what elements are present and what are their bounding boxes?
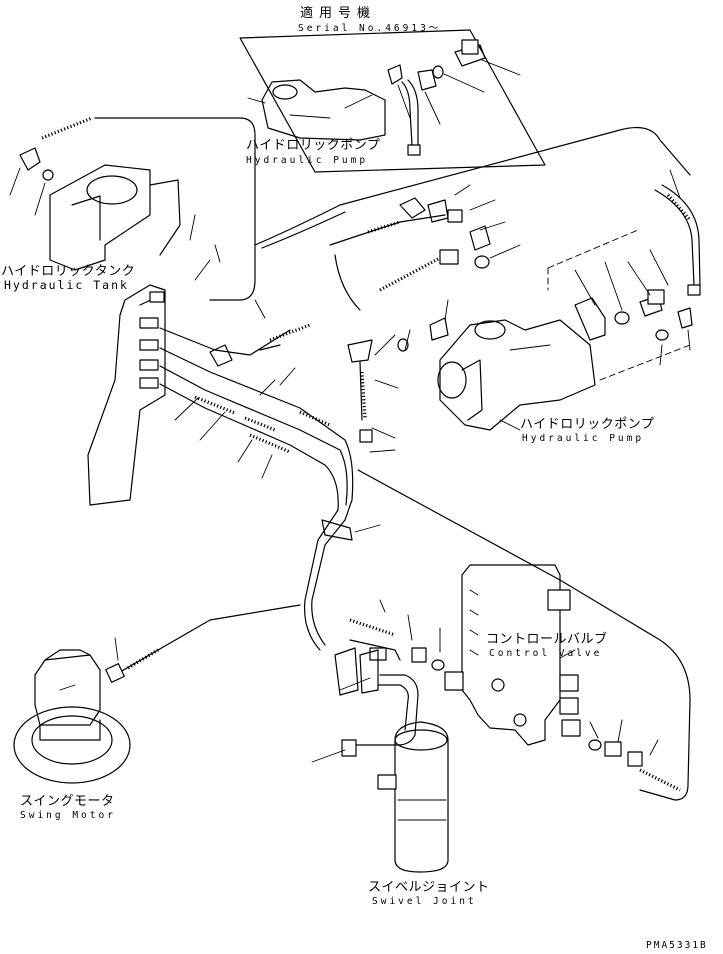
pump-bracket-detail xyxy=(547,229,693,381)
swing-motor xyxy=(13,649,131,784)
swivel-joint-label-en: Swivel Joint xyxy=(372,896,477,907)
hydraulic-tank xyxy=(9,116,181,271)
swing-motor-label-en: Swing Motor xyxy=(20,810,116,821)
drawing-code: PMA5331B xyxy=(646,940,708,951)
hose-routes xyxy=(94,117,701,801)
hydraulic-pump xyxy=(437,319,596,431)
mounting-bracket xyxy=(87,284,166,506)
hydraulic-pump-inset-label-en: Hydraulic Pump xyxy=(246,155,369,166)
hydraulic-tank-label-en: Hydraulic Tank xyxy=(4,278,129,292)
serial-number-label: Serial No.46913～ xyxy=(298,23,442,34)
serial-inset-box xyxy=(239,29,546,173)
hydraulic-pump-label-en: Hydraulic Pump xyxy=(522,433,645,444)
control-valve xyxy=(411,564,643,767)
control-valve-label-jp: コントロールバルブ xyxy=(486,632,608,647)
swing-motor-label-jp: スイングモータ xyxy=(20,794,115,809)
hydraulic-pump-label-jp: ハイドロリックポンプ xyxy=(520,417,655,432)
hydraulic-tank-label-jp: ハイドロリックタンク xyxy=(1,264,136,279)
hydraulic-pump-inset-label-jp: ハイドロリックポンプ xyxy=(246,138,381,153)
swivel-joint xyxy=(377,721,449,873)
applicability-label: 適用号機 xyxy=(300,6,377,21)
control-valve-label-en: Control Valve xyxy=(489,648,603,659)
swivel-joint-label-jp: スイベルジョイント xyxy=(368,880,490,895)
leader-lines xyxy=(114,169,691,763)
